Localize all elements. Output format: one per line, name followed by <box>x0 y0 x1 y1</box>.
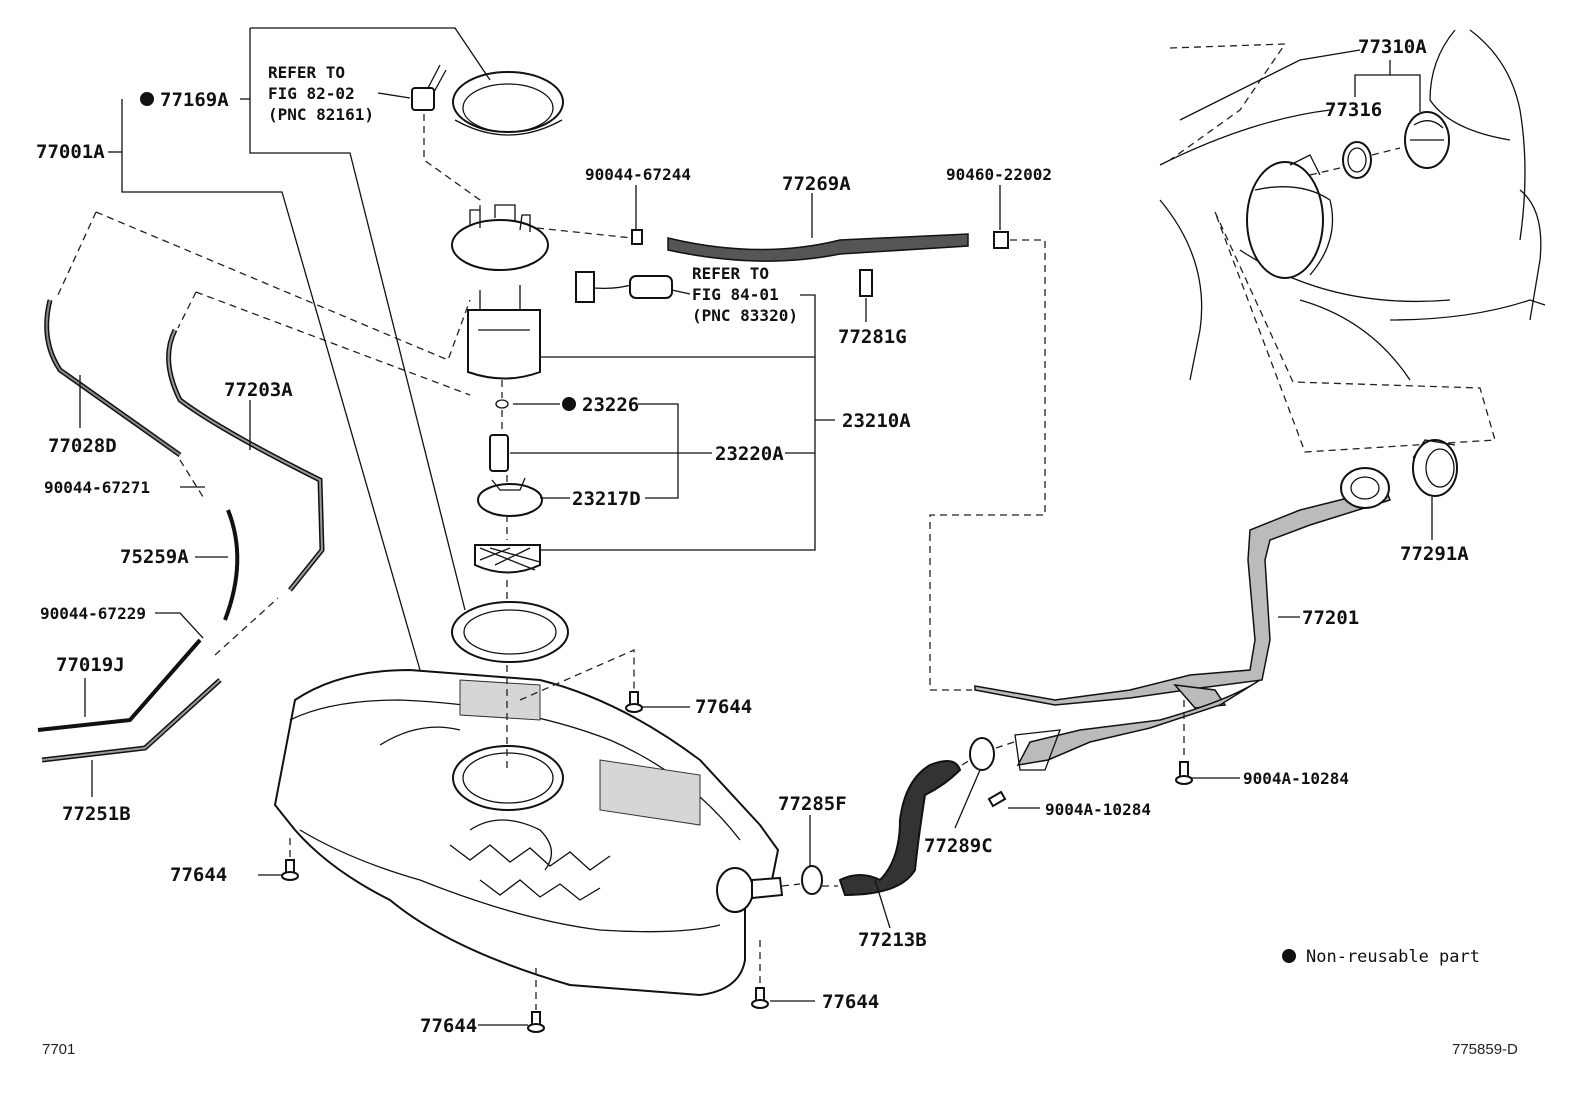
leader-lines <box>79 27 1433 1026</box>
label-9004A-10284-pipe: 9004A-10284 <box>1243 769 1349 788</box>
ref-82-line2: FIG 82-02 <box>268 84 355 103</box>
label-77644-left: 77644 <box>170 864 227 886</box>
fuel-pump-filter <box>474 544 541 574</box>
ref-82-line1: REFER TO <box>268 63 345 82</box>
bolt-77644-left <box>281 859 299 881</box>
fuel-tank <box>273 668 784 997</box>
vehicle-body-outline <box>1159 29 1546 381</box>
label-90044-67244: 90044-67244 <box>585 165 691 184</box>
label-77316: 77316 <box>1325 99 1382 121</box>
legend-non-reusable: Non-reusable part <box>1306 947 1480 967</box>
label-77285F: 77285F <box>778 793 847 815</box>
label-90044-67229: 90044-67229 <box>40 604 146 623</box>
label-90044-67271: 90044-67271 <box>44 478 150 497</box>
ref-84-line1: REFER TO <box>692 264 769 283</box>
label-77251B: 77251B <box>62 803 131 825</box>
hose-clamp-lower <box>801 865 823 895</box>
bolt-77644-bottom <box>527 1011 545 1033</box>
label-77201: 77201 <box>1302 607 1359 629</box>
label-77028D: 77028D <box>48 435 117 457</box>
non-reusable-dot-77169A <box>140 92 154 106</box>
fuel-filler-door <box>1246 154 1334 279</box>
label-23226: 23226 <box>582 394 639 416</box>
fuel-pump <box>489 434 509 472</box>
label-77203A: 77203A <box>224 379 293 401</box>
label-77001A: 77001A <box>36 141 105 163</box>
fuel-tank-gasket <box>451 601 569 663</box>
fuel-pump-seal <box>495 399 509 409</box>
bolt-9004A-10284-pipe <box>1175 761 1193 785</box>
fuel-pump-module <box>451 204 549 380</box>
label-77269A: 77269A <box>782 173 851 195</box>
label-77644-bottom: 77644 <box>420 1015 477 1037</box>
fuel-tube-75259A <box>223 509 240 621</box>
fuel-pump-bracket <box>477 477 543 517</box>
label-90460-22002: 90460-22002 <box>946 165 1052 184</box>
fuel-sender-gauge <box>575 271 673 303</box>
label-77213B: 77213B <box>858 929 927 951</box>
label-77289C: 77289C <box>924 835 993 857</box>
label-77291A: 77291A <box>1400 543 1469 565</box>
fuel-pump-lock-ring <box>452 71 564 136</box>
label-23217D: 23217D <box>572 488 641 510</box>
ref-82-line3: (PNC 82161) <box>268 105 374 124</box>
label-23210A: 23210A <box>842 410 911 432</box>
fuel-tube-77203A <box>166 328 325 592</box>
bolt-9004A-10284-neck <box>987 790 1007 808</box>
non-reusable-dot-23226 <box>562 397 576 411</box>
vent-hose <box>631 229 1009 297</box>
assembly-dashes <box>57 114 1185 1010</box>
bolt-77644-right <box>751 987 769 1009</box>
fuel-tube-77019J <box>37 638 202 732</box>
filler-door-dash-box <box>1214 211 1496 453</box>
footer-right-code: 775859-D <box>1452 1041 1518 1058</box>
label-77644-right: 77644 <box>822 991 879 1013</box>
ref-84-line3: (PNC 83320) <box>692 306 798 325</box>
fuel-filler-pipe <box>974 467 1391 771</box>
label-77019J: 77019J <box>56 654 125 676</box>
ref-84-line2: FIG 84-01 <box>692 285 779 304</box>
reference-note-fig-82-02: REFER TO FIG 82-02 (PNC 82161) <box>268 63 374 124</box>
footer-left-code: 7701 <box>42 1041 75 1058</box>
label-77281G: 77281G <box>838 326 907 348</box>
label-9004A-10284-neck: 9004A-10284 <box>1045 800 1151 819</box>
hose-clamp-upper <box>969 737 995 771</box>
label-77169A: 77169A <box>160 89 229 111</box>
fuel-cap-gasket <box>1342 141 1372 179</box>
fuel-pump-connector <box>411 64 447 111</box>
filler-hose <box>838 760 962 897</box>
fuel-tube-77028D <box>44 299 182 458</box>
reference-note-fig-84-01: REFER TO FIG 84-01 (PNC 83320) <box>692 264 798 325</box>
label-77310A: 77310A <box>1358 36 1427 58</box>
fuel-cap <box>1404 111 1450 169</box>
label-23220A: 23220A <box>715 443 784 465</box>
filler-neck-ring <box>1412 439 1458 497</box>
bolt-77644-upper <box>625 691 643 713</box>
fuel-tube-77251B <box>41 678 222 763</box>
label-75259A: 75259A <box>120 546 189 568</box>
label-77644-upper: 77644 <box>695 696 752 718</box>
non-reusable-dot-legend <box>1282 949 1296 963</box>
